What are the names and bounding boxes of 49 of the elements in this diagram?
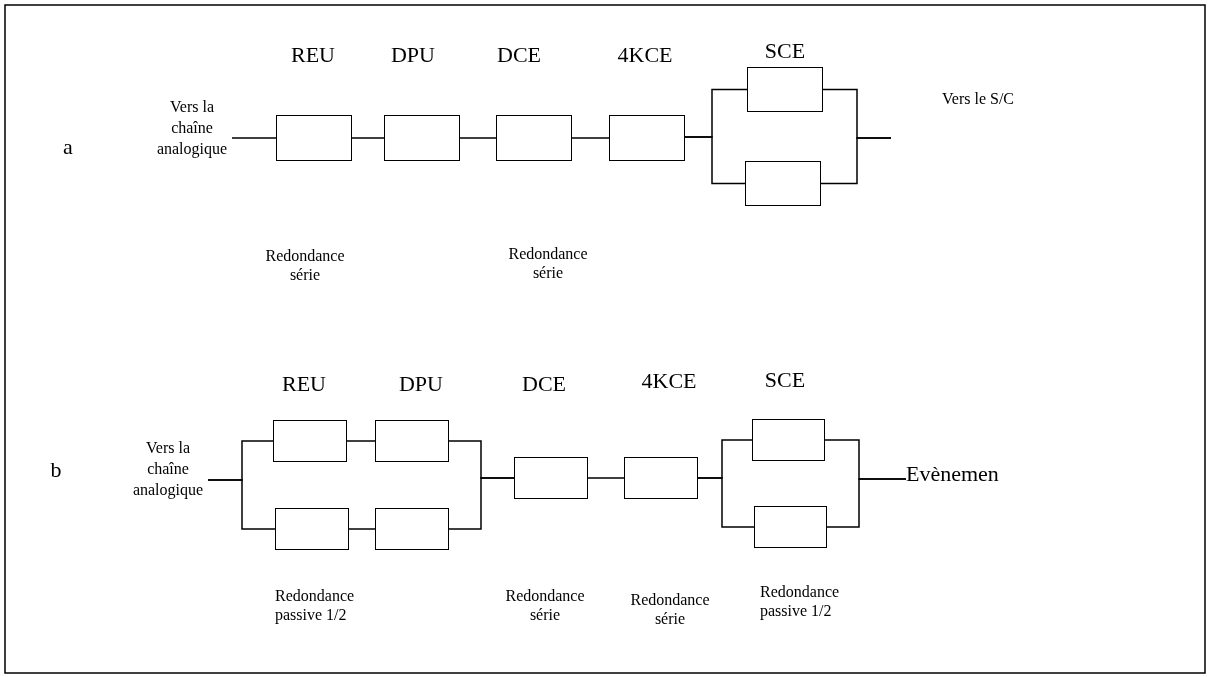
row-letter: a xyxy=(63,134,73,161)
connector-line xyxy=(826,478,907,528)
block-box xyxy=(276,115,352,161)
block-box xyxy=(375,420,449,462)
block-box xyxy=(609,115,685,161)
row-letter: b xyxy=(50,457,62,484)
component-name: DCE xyxy=(497,42,541,69)
component-name: SCE xyxy=(764,38,806,65)
connector-line xyxy=(820,137,892,185)
annotation-text: Redondance passive 1/2 xyxy=(760,582,841,621)
connector-line xyxy=(697,477,755,528)
component-name: 4KCE xyxy=(641,368,697,395)
annotation-text: Redondance passive 1/2 xyxy=(275,586,356,625)
block-box xyxy=(496,115,572,161)
connector-line xyxy=(448,477,515,530)
annotation-text: Redondance série xyxy=(264,246,346,285)
block-box xyxy=(375,508,449,550)
connector-line xyxy=(207,479,276,530)
block-box xyxy=(752,419,825,461)
block-box xyxy=(745,161,821,206)
block-box xyxy=(514,457,588,499)
annotation-text: Redondance série xyxy=(629,590,711,629)
component-name: REU xyxy=(282,371,326,398)
block-box xyxy=(275,508,349,550)
connector-line xyxy=(348,528,376,530)
endpoint-label: Vers la chaîne analogique xyxy=(152,96,232,162)
component-name: DPU xyxy=(399,371,443,398)
block-box xyxy=(384,115,460,161)
connector-line xyxy=(571,137,610,139)
endpoint-label: Vers la chaîne analogique xyxy=(128,437,208,503)
block-box xyxy=(624,457,698,499)
connector-line xyxy=(346,440,376,442)
component-name: REU xyxy=(291,42,335,69)
connector-line xyxy=(587,477,625,479)
annotation-text: Redondance série xyxy=(504,586,586,625)
connector-line xyxy=(459,137,497,139)
component-name: DCE xyxy=(522,371,566,398)
component-name: 4KCE xyxy=(617,42,673,69)
connector-line xyxy=(231,137,277,139)
component-name: DPU xyxy=(391,42,435,69)
endpoint-label: Evènemen xyxy=(906,463,1026,491)
block-box xyxy=(273,420,347,462)
connector-line xyxy=(351,137,385,139)
component-name: SCE xyxy=(764,367,806,394)
block-box xyxy=(747,67,823,112)
annotation-text: Vers le S/C xyxy=(942,89,1014,109)
annotation-text: Redondance série xyxy=(507,244,589,283)
block-box xyxy=(754,506,827,548)
connector-line xyxy=(684,136,746,185)
